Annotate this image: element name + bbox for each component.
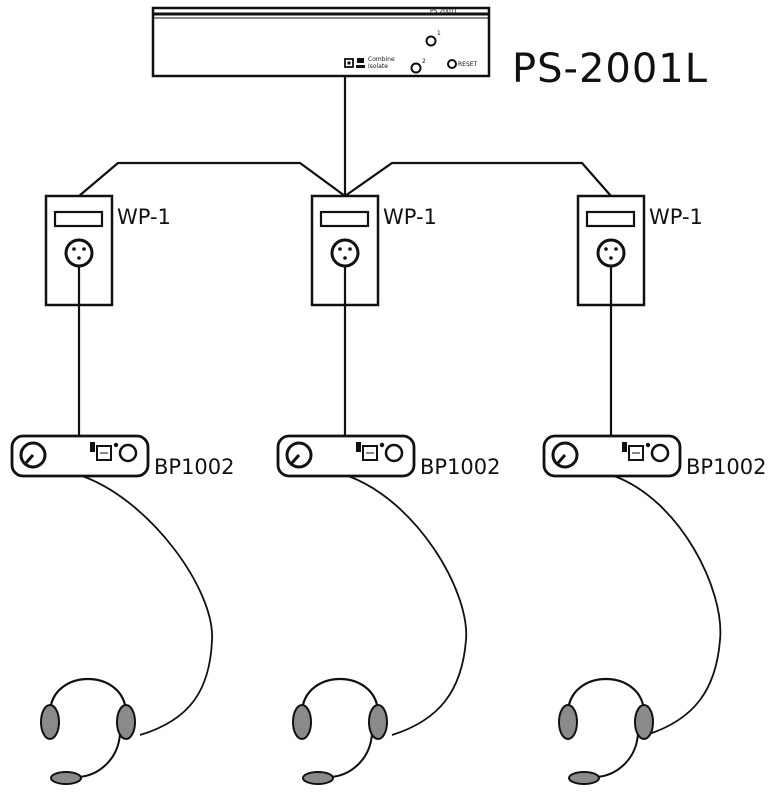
isolate-label: Isolate	[368, 63, 388, 70]
wall-plate-3: WP-1	[576, 194, 703, 307]
branch-cable-right	[344, 161, 612, 197]
wall-plate-2: WP-1	[310, 194, 437, 307]
wall-plate-label: WP-1	[117, 205, 171, 229]
headset-icon	[558, 678, 654, 785]
call-button-icon	[379, 442, 404, 463]
distribution-cabling	[78, 76, 612, 197]
channel-1-knob-icon	[425, 35, 437, 47]
talk-button-icon	[356, 442, 378, 461]
talk-button-icon	[90, 442, 112, 461]
xlr-connector-icon	[64, 238, 94, 268]
headset-cable-3	[613, 475, 722, 736]
volume-knob-icon	[285, 441, 313, 469]
drop-cables	[77, 266, 613, 436]
beltpack-label: BP1002	[420, 455, 501, 479]
wall-plate-label-window	[53, 210, 104, 228]
channel-2-label: 2	[422, 58, 426, 65]
beltpack-2: BP1002	[276, 434, 501, 479]
power-supply-model-label: PS-2001L	[512, 46, 708, 92]
channel-2-knob-icon	[410, 62, 422, 74]
headset-cables	[81, 475, 722, 736]
combine-isolate-indicator-icon	[356, 58, 365, 68]
headset-cable-2	[347, 475, 467, 736]
xlr-connector-icon	[330, 238, 360, 268]
reset-label: RESET	[458, 61, 478, 68]
beltpack-body	[276, 434, 416, 478]
beltpack-3: BP1002	[542, 434, 767, 479]
beltpack-label: BP1002	[154, 455, 235, 479]
wall-plate-label-window	[585, 210, 636, 228]
combine-label: Combine	[368, 56, 395, 63]
beltpack-body	[10, 434, 150, 478]
wall-plate-label: WP-1	[649, 205, 703, 229]
headset-icon	[292, 678, 388, 785]
beltpack-1: BP1002	[10, 434, 235, 479]
beltpack-body	[542, 434, 682, 478]
branch-cable-left	[78, 161, 346, 197]
channel-1-label: 1	[437, 30, 441, 37]
volume-knob-icon	[551, 441, 579, 469]
reset-button-icon	[447, 59, 457, 69]
call-button-icon	[113, 442, 138, 463]
wall-plate-label-window	[319, 210, 370, 228]
volume-knob-icon	[19, 441, 47, 469]
front-panel-text: PS 2001L	[430, 8, 459, 15]
xlr-connector-icon	[596, 238, 626, 268]
wall-plate-1: WP-1	[44, 194, 171, 307]
beltpack-label: BP1002	[686, 455, 767, 479]
power-supply-unit: PS 2001L 1 2 RESET Combine Isolate PS-20…	[151, 6, 708, 92]
talk-button-icon	[622, 442, 644, 461]
headset-cable-1	[81, 475, 213, 736]
wall-plate-label: WP-1	[383, 205, 437, 229]
headset-icon	[40, 678, 136, 785]
call-button-icon	[645, 442, 670, 463]
